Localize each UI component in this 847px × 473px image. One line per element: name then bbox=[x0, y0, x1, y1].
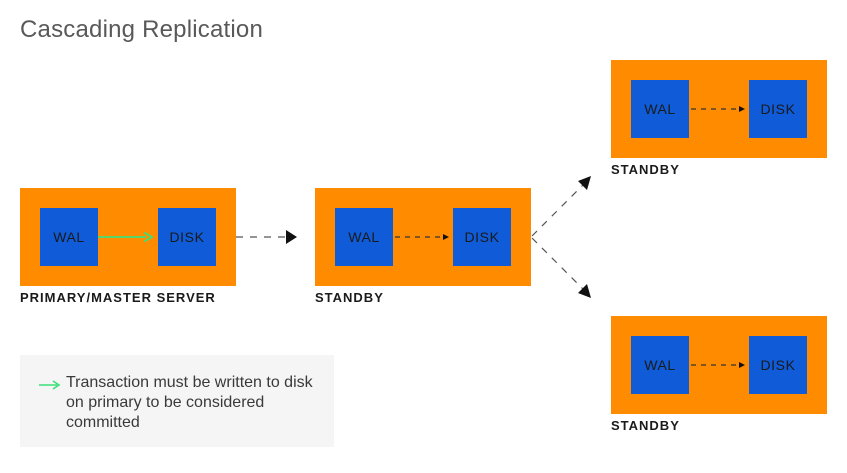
standby-bottom-label: STANDBY bbox=[611, 418, 680, 433]
primary-commit-arrow bbox=[98, 231, 154, 243]
standby-top-box: WAL DISK bbox=[611, 60, 827, 158]
standby-top-wal-block: WAL bbox=[631, 80, 689, 138]
primary-disk-block: DISK bbox=[158, 208, 216, 266]
primary-server-label: PRIMARY/MASTER SERVER bbox=[20, 290, 216, 305]
standby-to-top-standby-arrow bbox=[531, 176, 591, 237]
primary-to-standby-arrow bbox=[236, 230, 297, 244]
standby-top-disk-block: DISK bbox=[749, 80, 807, 138]
standby-bottom-disk-block: DISK bbox=[749, 336, 807, 394]
green-arrow-icon bbox=[39, 380, 61, 390]
standby-bottom-box: WAL DISK bbox=[611, 316, 827, 414]
primary-wal-block: WAL bbox=[40, 208, 98, 266]
standby-to-bottom-standby-arrow bbox=[531, 237, 591, 298]
standby-middle-label: STANDBY bbox=[315, 290, 384, 305]
diagram-title: Cascading Replication bbox=[20, 16, 264, 43]
standby-middle-wal-block: WAL bbox=[335, 208, 393, 266]
standby-bottom-wal-block: WAL bbox=[631, 336, 689, 394]
standby-top-label: STANDBY bbox=[611, 162, 680, 177]
standby-top-internal-arrow bbox=[691, 106, 745, 112]
standby-middle-internal-arrow bbox=[395, 234, 449, 240]
standby-bottom-internal-arrow bbox=[691, 362, 745, 368]
legend-box: Transaction must be written to disk on p… bbox=[20, 355, 334, 447]
legend-text: Transaction must be written to disk on p… bbox=[66, 374, 313, 431]
standby-middle-disk-block: DISK bbox=[453, 208, 511, 266]
standby-middle-box: WAL DISK bbox=[315, 188, 531, 286]
